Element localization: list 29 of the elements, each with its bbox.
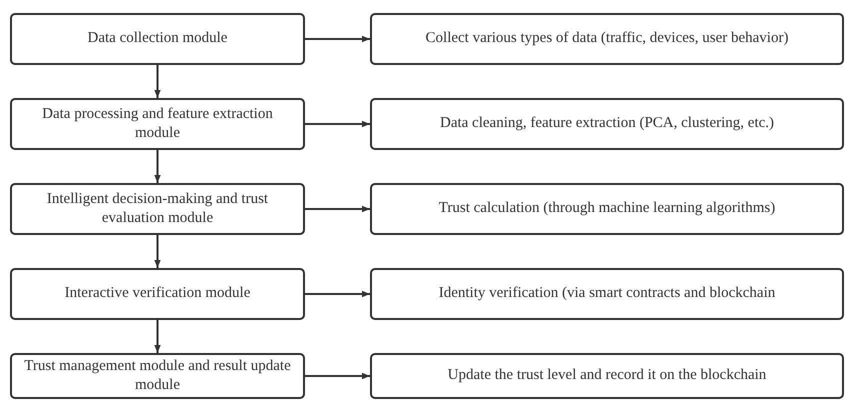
arrow [305,120,370,128]
process-box [370,183,844,235]
box-text: Interactive verification module [64,284,250,304]
arrow [154,320,161,353]
process-box [370,13,844,65]
process-box [10,268,305,320]
process-box [10,353,305,399]
box-text: Data collection module [88,29,228,48]
box-text: Trust management module and result update module [23,356,292,395]
arrow [154,65,161,98]
process-box [10,183,305,235]
box-text: Data cleaning, feature extraction (PCA, clustering, etc.) [440,114,774,134]
arrow [305,290,370,298]
box-text: Collect various types of data (traffic, devices, user behavior) [426,29,788,48]
box-text: Intelligent decision-making and trust evaluation module [46,190,270,228]
box-text: Trust calculation (through machine learning algorithms) [438,199,776,218]
box-text: Data processing and feature extraction module [41,104,274,143]
arrow [154,235,161,268]
box-text: Identity verification (via smart contracts and blockchain [438,284,776,304]
arrow [305,206,370,212]
process-box [10,13,305,65]
process-box [370,353,844,399]
process-box [10,98,305,150]
arrow [305,372,370,380]
arrow [154,150,161,183]
arrow [305,36,370,42]
process-box [370,268,844,320]
process-box [370,98,844,150]
box-text: Update the trust level and record it on the blockchain [448,366,766,386]
